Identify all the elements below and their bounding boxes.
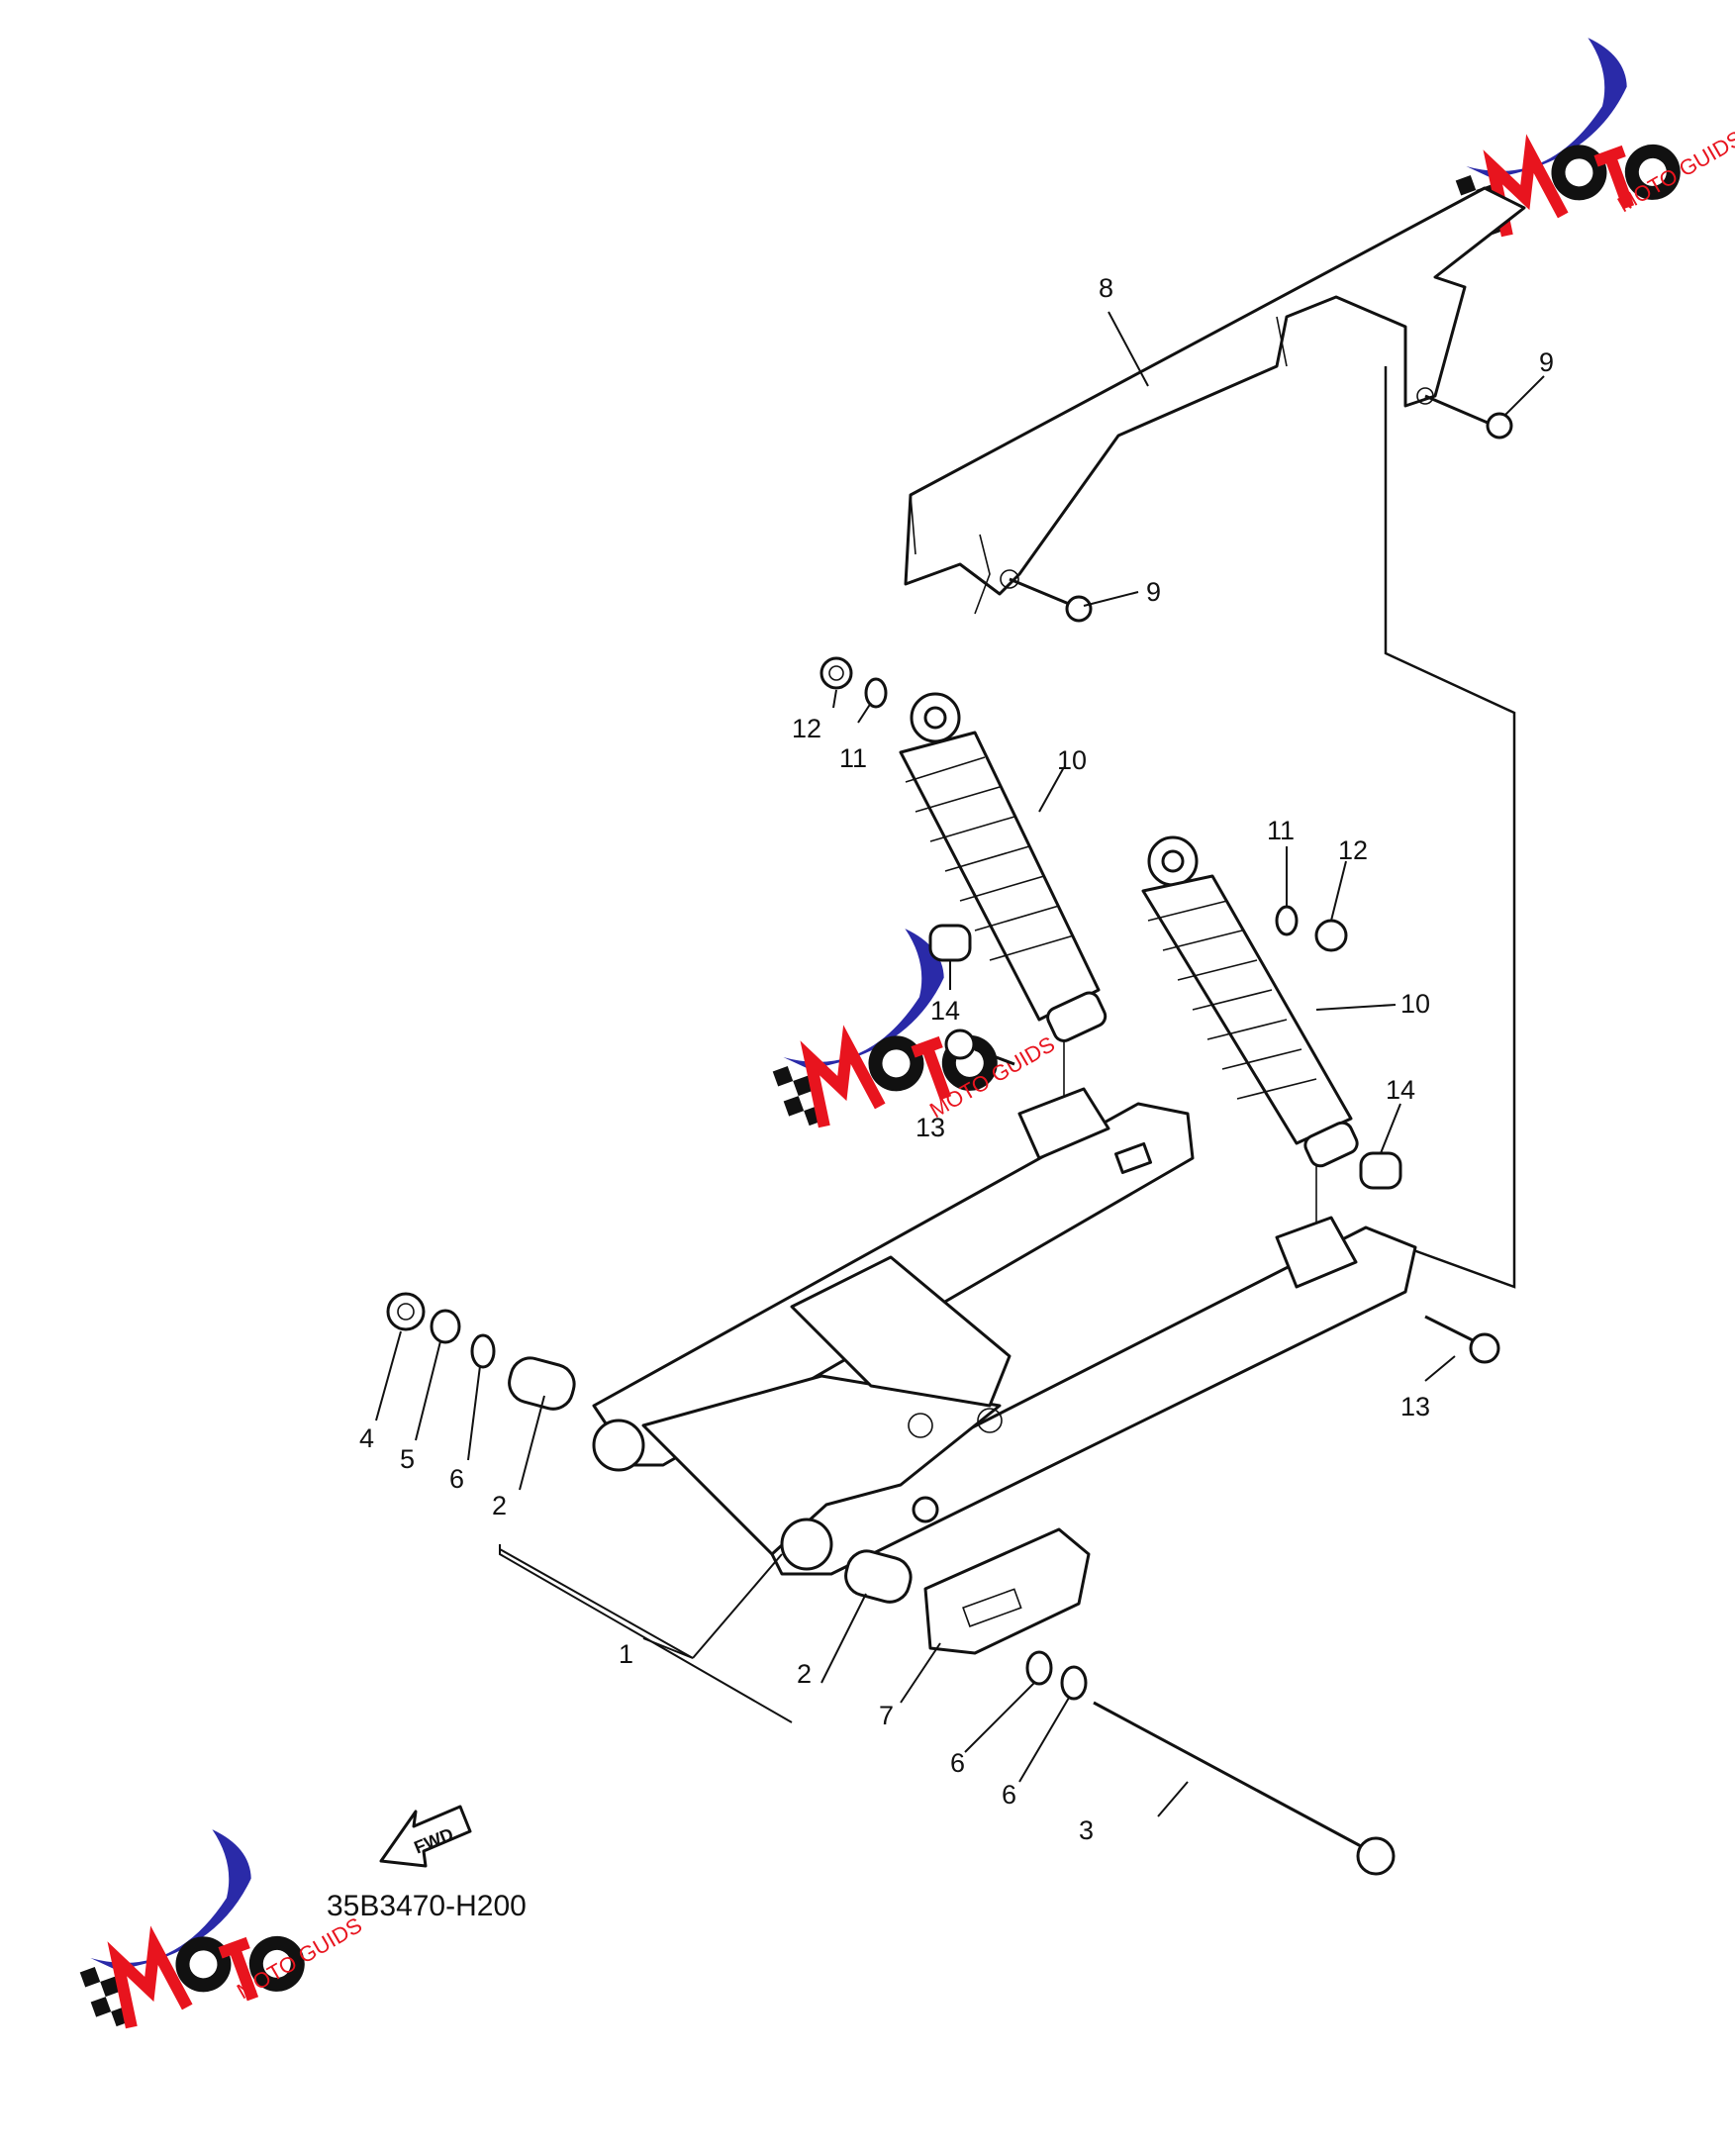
washer-6-mid [1025,1650,1053,1686]
callout-12-left: 12 [792,714,821,743]
bushing-2-lower [844,1549,913,1604]
nut-4 [386,1292,426,1331]
callout-9-lower: 9 [1146,577,1161,607]
leader-lines [375,311,1545,1817]
bolt-9-lower [1009,577,1093,623]
collar-14-left [928,924,972,962]
reference-line-right [1384,366,1516,1289]
nut-12-right [1314,919,1348,952]
callout-3: 3 [1079,1815,1094,1845]
callout-14-left: 14 [930,996,960,1026]
shock-absorber-left [899,692,1108,1042]
callout-13-left: 13 [916,1113,945,1142]
part-number: 35B3470-H200 [327,1890,527,1922]
callout-7: 7 [879,1701,894,1730]
callout-6-mid: 6 [950,1748,965,1778]
washer-5 [430,1309,461,1344]
callout-12-right: 12 [1338,835,1368,865]
callout-11-right: 11 [1267,816,1295,845]
nut-12-left [819,656,853,690]
pivot-axle [1093,1701,1396,1876]
chain-puller [923,1527,1091,1655]
callout-10-right: 10 [1400,989,1430,1019]
callout-14-right: 14 [1386,1075,1415,1105]
callout-9-upper: 9 [1539,347,1554,377]
callout-11-left: 11 [839,743,867,773]
callout-2-lower: 2 [797,1659,812,1689]
fwd-arrow-icon [379,1805,472,1868]
bolt-13-right [1424,1315,1500,1364]
bolt-13-left [944,1029,1015,1066]
collar-14-right [1359,1151,1402,1190]
callout-10-left: 10 [1057,745,1087,775]
callout-6-right: 6 [1002,1780,1016,1810]
chain-case [904,186,1526,615]
swing-arm [592,1087,1417,1576]
washer-6-right [1060,1665,1088,1701]
callout-2-upper: 2 [492,1491,507,1520]
washer-11-left [864,677,888,709]
callout-8: 8 [1099,273,1113,303]
callout-5: 5 [400,1444,415,1474]
shock-absorber-right [1141,835,1359,1168]
washer-11-right [1275,905,1299,936]
moto-guids-logo-bottom [49,1814,313,2054]
callout-4: 4 [359,1423,374,1453]
callout-6-left: 6 [449,1464,464,1494]
bolt-9-upper [1424,394,1513,440]
callout-1: 1 [619,1639,633,1669]
bushing-2-upper [508,1356,576,1411]
callout-13-right: 13 [1400,1392,1430,1421]
washer-6-left [470,1333,496,1369]
